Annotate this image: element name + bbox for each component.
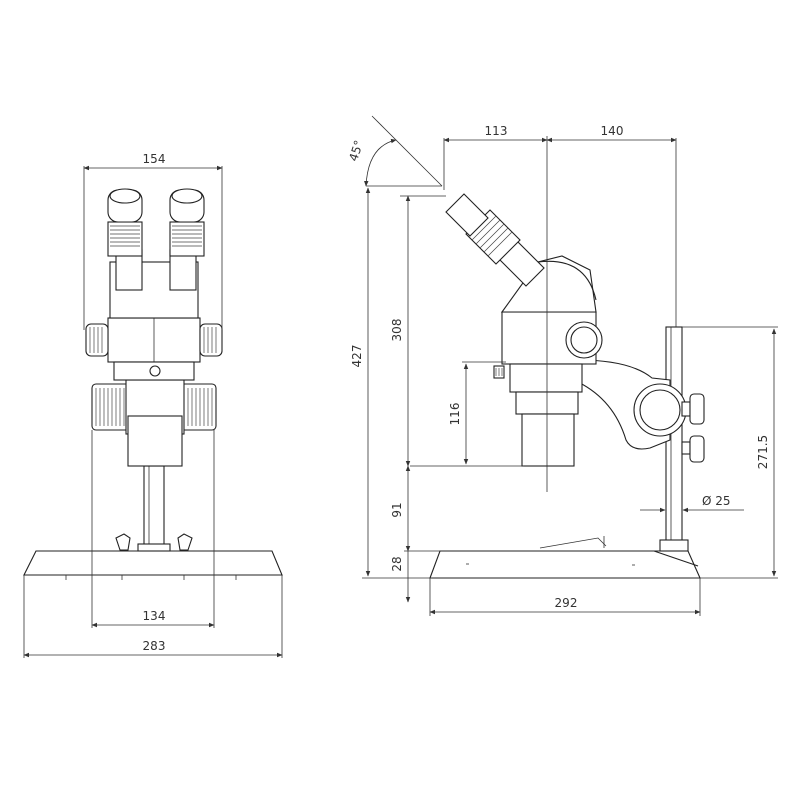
lower-height-label: 91 (390, 502, 404, 517)
front-clamps (115, 533, 193, 551)
side-dimension-113-140: 113 140 (443, 124, 677, 327)
side-dimension-angle: 45° (346, 115, 443, 187)
front-zoom-body (85, 317, 223, 381)
post-diameter-label: Ø 25 (702, 494, 731, 508)
side-dimension-308-91-28: 308 91 28 (390, 195, 446, 603)
front-pillar (137, 465, 171, 552)
side-dimension-116: 116 (410, 361, 524, 467)
base-length-label: 292 (555, 596, 578, 610)
post-height-label: 271.5 (756, 435, 770, 469)
side-eyepiece (445, 193, 545, 287)
side-view: 45° 113 140 427 308 91 28 (346, 115, 778, 616)
front-binocular-head (109, 249, 199, 319)
side-dimension-271-5: 271.5 (682, 326, 778, 579)
front-offset-label: 113 (485, 124, 508, 138)
side-arm (577, 359, 705, 463)
rear-offset-label: 140 (601, 124, 624, 138)
front-top-width-label: 154 (143, 152, 166, 166)
side-dimension-diameter: Ø 25 (640, 494, 744, 513)
objective-height-label: 116 (448, 403, 462, 426)
base-thickness-label: 28 (390, 556, 404, 571)
front-base-width-label: 283 (143, 639, 166, 653)
upper-height-label: 308 (390, 319, 404, 342)
side-dimension-427: 427 (350, 187, 432, 579)
angle-label: 45° (346, 138, 366, 163)
front-pillar-width-label: 134 (143, 609, 166, 623)
front-dimension-154: 154 (83, 152, 223, 330)
front-dimension-283: 283 (23, 575, 283, 658)
front-dimension-134: 134 (91, 430, 215, 628)
side-dimension-292: 292 (429, 578, 701, 616)
front-base (23, 550, 283, 580)
front-view: 154 134 283 (23, 152, 283, 658)
front-focus-block (91, 379, 217, 467)
side-zoom-body (493, 311, 603, 467)
front-eyepieces (107, 188, 205, 257)
overall-height-label: 427 (350, 345, 364, 368)
